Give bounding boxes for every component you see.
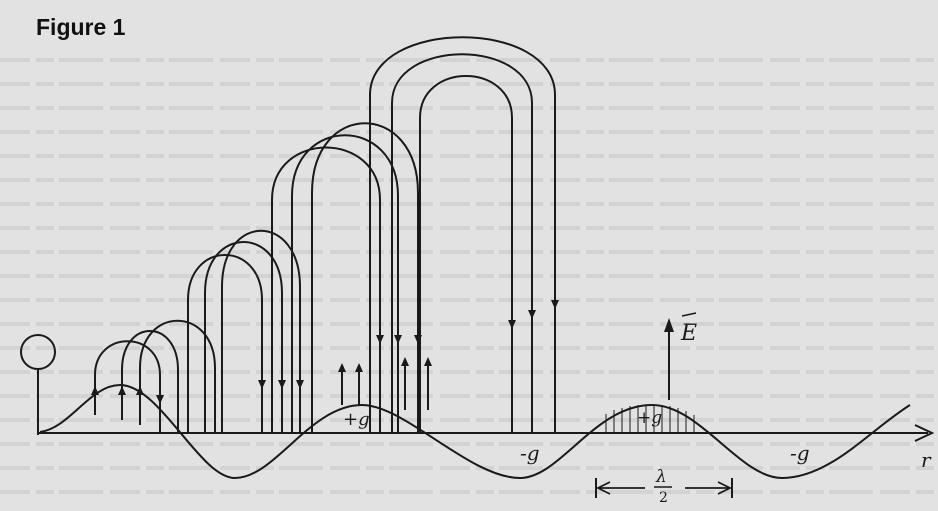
half-wavelength-marker: λ 2 xyxy=(595,467,733,506)
half-denominator-label: 2 xyxy=(659,490,668,506)
e-field-label: E xyxy=(680,321,697,346)
field-loop-8 xyxy=(291,134,399,433)
field-loop-6 xyxy=(221,229,301,433)
field-loop-5 xyxy=(204,241,283,433)
field-lines xyxy=(94,36,556,433)
lambda-label: λ xyxy=(655,467,667,487)
probe-antenna xyxy=(20,334,56,435)
axis-label-r: r xyxy=(921,448,932,472)
r-axis xyxy=(38,424,935,442)
positive-charge-label-1: +g xyxy=(343,409,370,430)
field-loop-3 xyxy=(139,319,216,433)
negative-charge-label-2: -g xyxy=(790,441,810,465)
hatched-region xyxy=(605,405,695,433)
field-loop-4 xyxy=(187,254,263,433)
field-loop-10 xyxy=(369,36,556,433)
positive-charge-label-2: +g xyxy=(637,408,662,428)
field-arrows xyxy=(91,300,559,404)
negative-charge-label-1: -g xyxy=(520,441,540,465)
page-title: Figure 1 xyxy=(36,14,126,40)
field-loop-11 xyxy=(391,53,533,433)
field-stubs xyxy=(341,360,429,410)
wave-curve xyxy=(39,383,911,480)
field-loop-2 xyxy=(121,330,179,433)
field-loop-9 xyxy=(311,122,419,433)
field-loop-1 xyxy=(94,340,161,433)
e-field-vector: E xyxy=(664,312,697,400)
field-loop-7 xyxy=(271,146,381,433)
field-loop-12 xyxy=(419,75,513,433)
